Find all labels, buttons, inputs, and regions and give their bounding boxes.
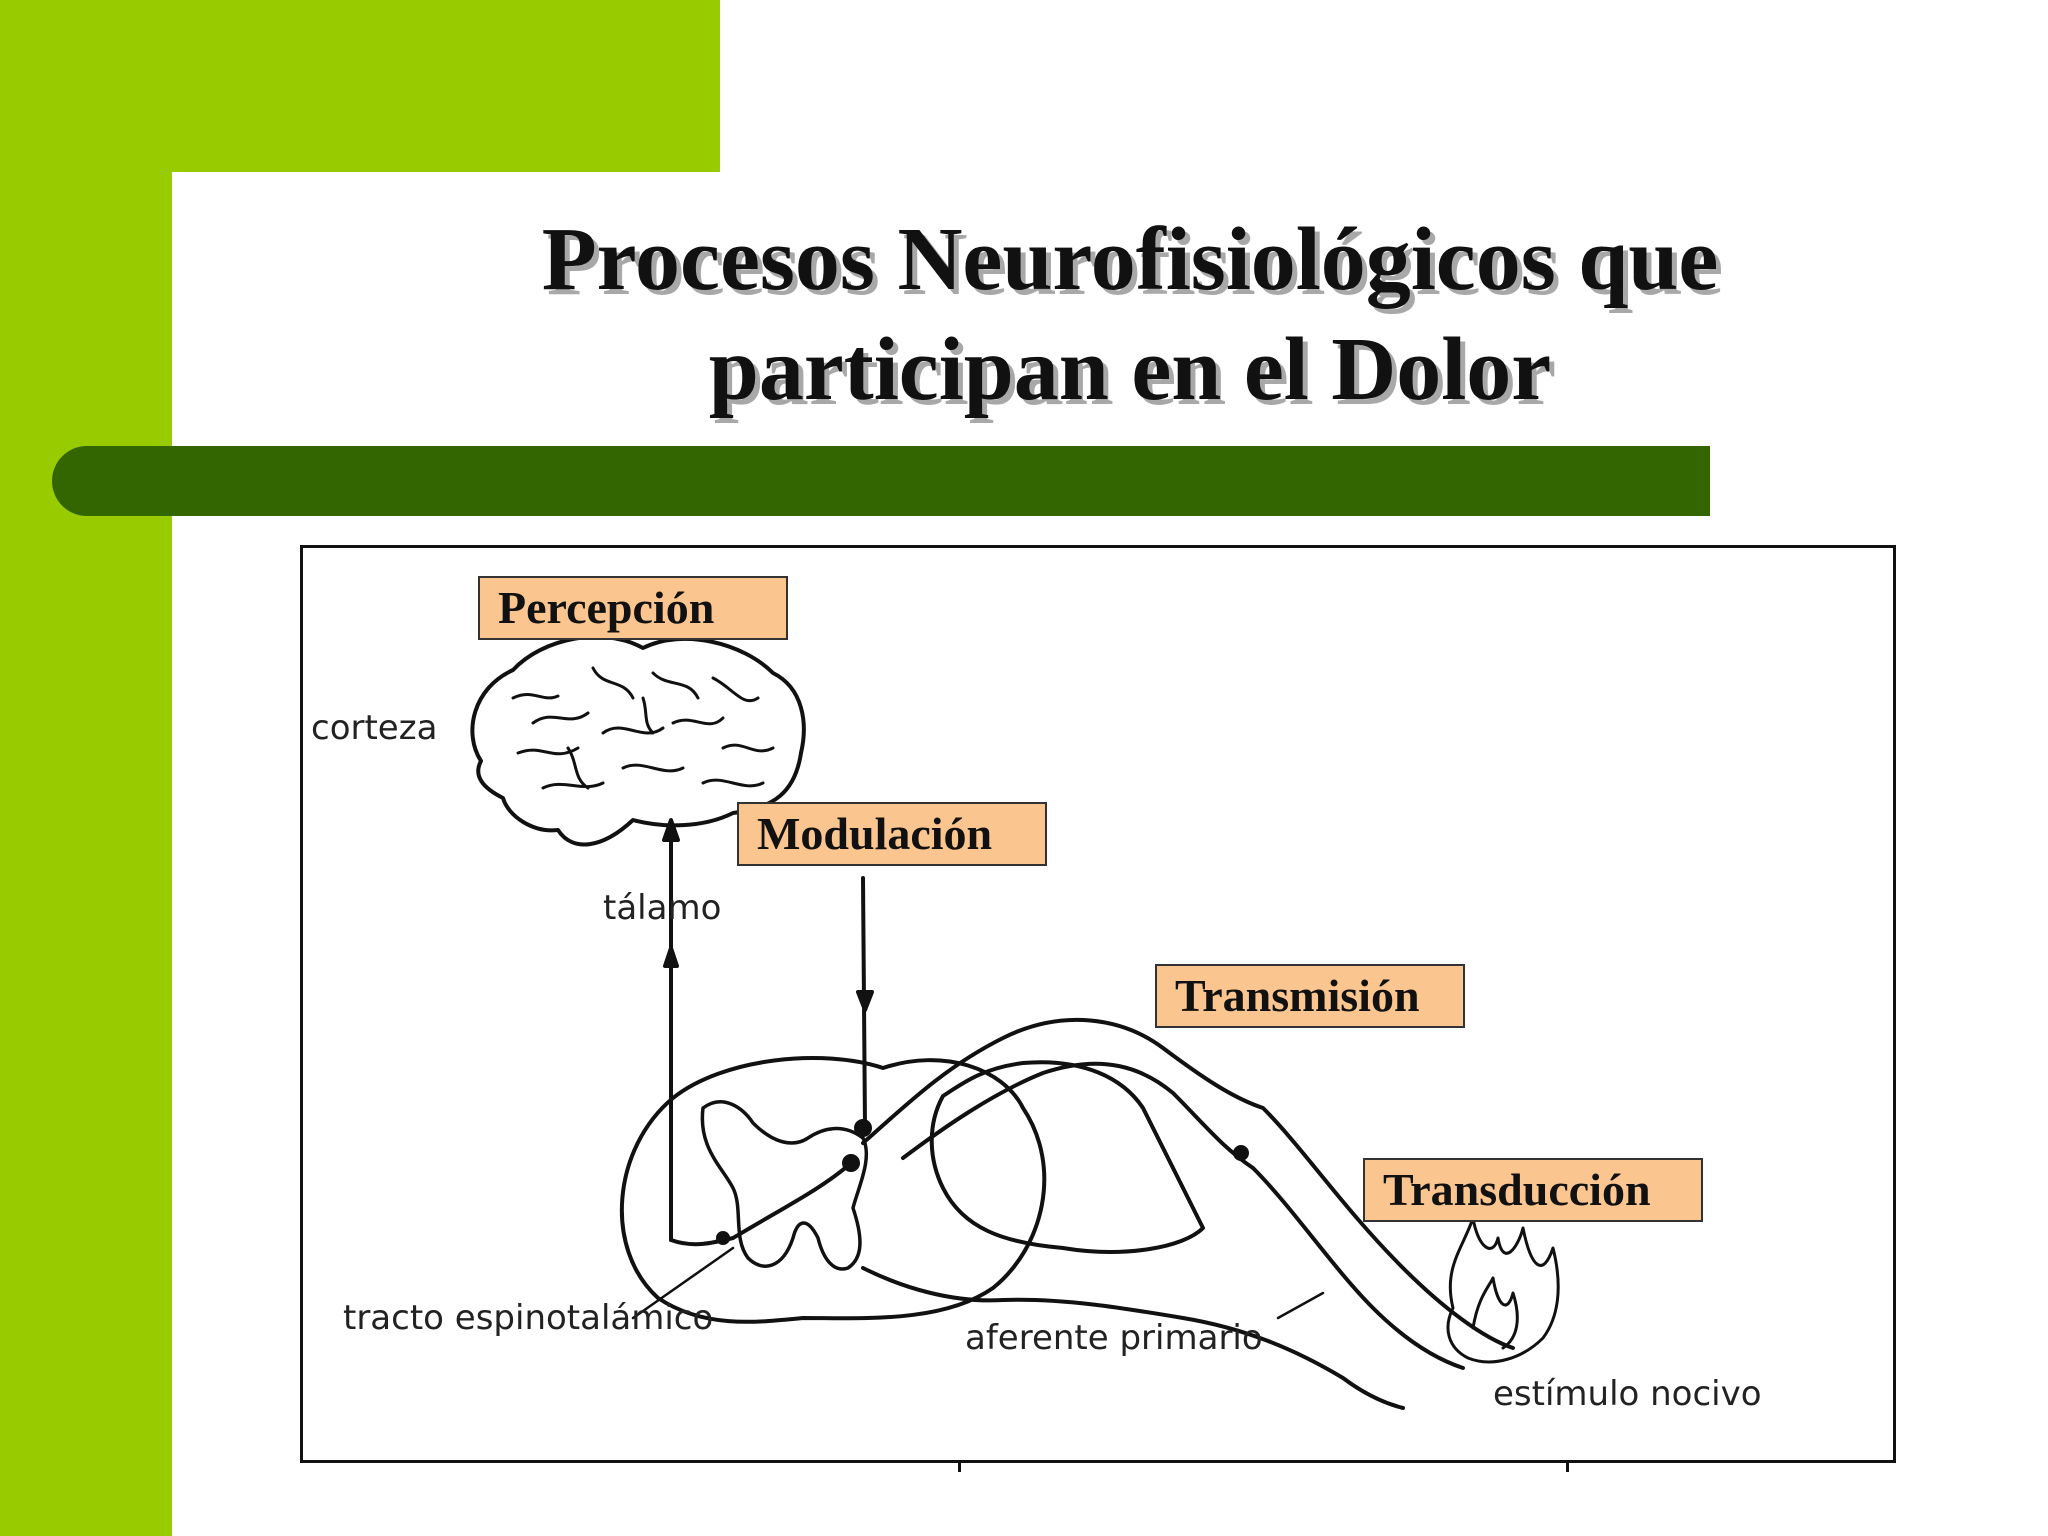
ventral-root-line <box>861 1266 1405 1410</box>
slide-title: Procesos Neurofisiológicos que participa… <box>300 205 1960 425</box>
spinal-cord-outline <box>619 1056 1047 1324</box>
pathway-drawing <box>470 634 1560 1410</box>
stage-perception: Percepción <box>478 576 788 640</box>
dorsal-root-loop <box>929 1060 1205 1254</box>
tract-pointer <box>631 1246 735 1320</box>
ganglion-dot <box>1233 1145 1249 1161</box>
descending-arrow-head <box>856 990 874 1012</box>
afferent-fiber-upper <box>861 1017 1515 1350</box>
stage-transmission: Transmisión <box>1155 964 1465 1028</box>
pain-pathway-diagram: Percepción Modulación Transmisión Transd… <box>300 545 1896 1463</box>
label-tracto: tracto espinotalámico <box>343 1298 714 1338</box>
top-accent-band <box>0 0 720 172</box>
label-corteza: corteza <box>311 708 438 748</box>
stage-modulation: Modulación <box>737 802 1047 866</box>
title-line-2: participan en el Dolor <box>708 320 1552 419</box>
label-talamo: tálamo <box>603 888 722 928</box>
grey-matter <box>700 1100 869 1271</box>
title-underline-bar <box>52 446 1710 516</box>
label-aferente: aferente primario <box>965 1318 1263 1358</box>
thalamus-arrow-head <box>663 946 679 968</box>
frame-tick-left <box>958 1460 961 1472</box>
brain-gyri <box>511 666 775 790</box>
frame-tick-right <box>1566 1460 1569 1472</box>
left-accent-band <box>0 0 172 1536</box>
stage-transduction: Transducción <box>1363 1158 1703 1222</box>
flame-stimulus <box>1446 1216 1560 1364</box>
afferent-pointer <box>1276 1291 1325 1320</box>
title-line-1: Procesos Neurofisiológicos que <box>541 210 1719 309</box>
label-estimulo: estímulo nocivo <box>1493 1374 1762 1414</box>
synapse-dot-1 <box>854 1119 872 1137</box>
tract-connection <box>669 1161 853 1247</box>
brain-outline <box>470 634 806 847</box>
ascending-arrow-head <box>662 818 680 842</box>
afferent-fiber-lower <box>901 1061 1465 1370</box>
